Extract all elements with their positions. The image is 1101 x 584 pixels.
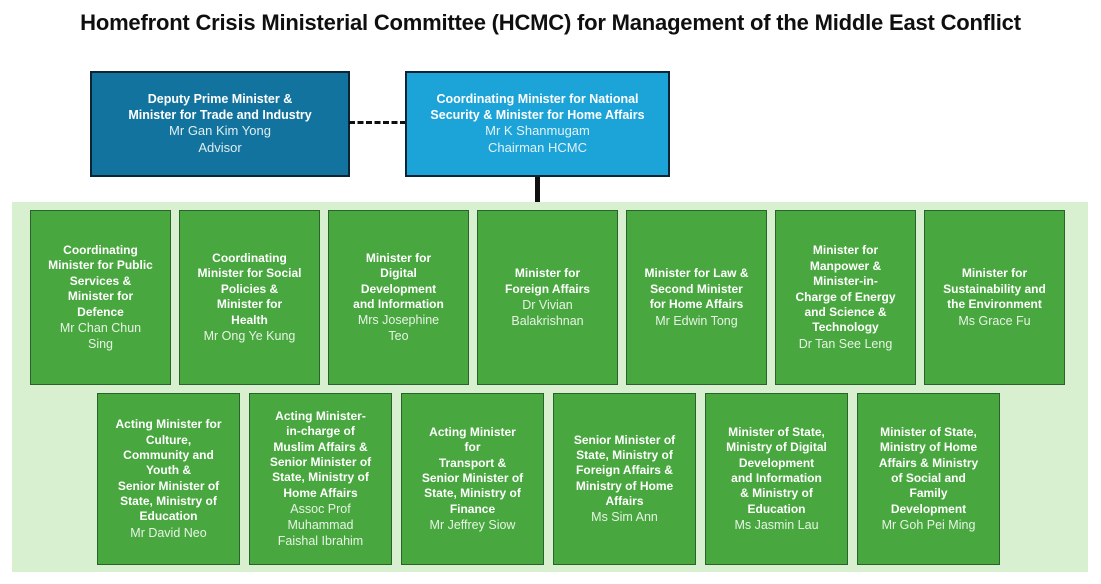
minister-box: Minister of State, Ministry of Digital D… <box>705 393 848 565</box>
minister-box: Minister for Digital Development and Inf… <box>328 210 469 385</box>
vertical-connector <box>535 177 540 203</box>
minister-box: Minister for Law & Second Minister for H… <box>626 210 767 385</box>
minister-title: Minister for Digital Development and Inf… <box>353 250 444 311</box>
minister-name: Dr Vivian Balakrishnan <box>511 297 584 328</box>
minister-name: Assoc Prof Muhammad Faishal Ibrahim <box>277 502 364 549</box>
minister-title: Minister for Sustainability and the Envi… <box>943 266 1046 312</box>
minister-box: Minister of State, Ministry of Home Affa… <box>857 393 1000 565</box>
advisor-box: Deputy Prime Minister & Minister for Tra… <box>90 71 350 177</box>
minister-title: Acting Minister- in-charge of Muslim Aff… <box>269 408 372 500</box>
dashed-connector <box>349 121 406 124</box>
minister-box: Acting Minister for Transport & Senior M… <box>401 393 544 565</box>
minister-box: Minister for Manpower & Minister-in- Cha… <box>775 210 916 385</box>
minister-name: Mr Edwin Tong <box>655 313 738 328</box>
minister-box: Coordinating Minister for Social Policie… <box>179 210 320 385</box>
chairman-role: Chairman HCMC <box>488 140 587 155</box>
chairman-title: Coordinating Minister for National Secur… <box>430 92 645 123</box>
committee-row-1: Coordinating Minister for Public Service… <box>30 210 1065 385</box>
minister-title: Minister of State, Ministry of Home Affa… <box>878 424 979 516</box>
minister-title: Senior Minister of State, Ministry of Fo… <box>573 432 676 509</box>
minister-title: Coordinating Minister for Public Service… <box>48 243 153 319</box>
minister-title: Minister for Law & Second Minister for H… <box>644 266 749 312</box>
minister-box: Minister for Sustainability and the Envi… <box>924 210 1065 385</box>
minister-name: Mr David Neo <box>130 525 207 540</box>
advisor-name: Mr Gan Kim Yong <box>169 123 271 139</box>
minister-name: Dr Tan See Leng <box>798 336 893 351</box>
minister-title: Minister for Manpower & Minister-in- Cha… <box>795 243 896 335</box>
minister-box: Senior Minister of State, Ministry of Fo… <box>553 393 696 565</box>
committee-panel: Coordinating Minister for Public Service… <box>12 202 1088 572</box>
committee-row-2: Acting Minister for Culture, Community a… <box>97 393 1000 565</box>
minister-title: Coordinating Minister for Social Policie… <box>197 251 302 327</box>
chairman-name: Mr K Shanmugam <box>485 123 590 139</box>
minister-name: Mr Ong Ye Kung <box>203 328 296 343</box>
minister-name: Mrs Josephine Teo <box>357 313 440 344</box>
minister-name: Ms Jasmin Lau <box>734 518 819 533</box>
minister-box: Acting Minister for Culture, Community a… <box>97 393 240 565</box>
minister-box: Acting Minister- in-charge of Muslim Aff… <box>249 393 392 565</box>
minister-box: Coordinating Minister for Public Service… <box>30 210 171 385</box>
minister-name: Ms Sim Ann <box>591 510 658 525</box>
advisor-role: Advisor <box>198 140 242 155</box>
minister-title: Acting Minister for Transport & Senior M… <box>421 424 524 516</box>
page-title: Homefront Crisis Ministerial Committee (… <box>80 10 1021 35</box>
minister-title: Minister of State, Ministry of Digital D… <box>726 424 827 516</box>
minister-title: Minister for Foreign Affairs <box>505 266 590 296</box>
minister-name: Mr Goh Pei Ming <box>881 518 976 533</box>
minister-name: Mr Jeffrey Siow <box>429 518 516 533</box>
minister-title: Acting Minister for Culture, Community a… <box>115 417 222 524</box>
advisor-title: Deputy Prime Minister & Minister for Tra… <box>128 92 312 123</box>
minister-name: Ms Grace Fu <box>958 313 1031 328</box>
chairman-box: Coordinating Minister for National Secur… <box>405 71 670 177</box>
minister-name: Mr Chan Chun Sing <box>59 320 142 351</box>
